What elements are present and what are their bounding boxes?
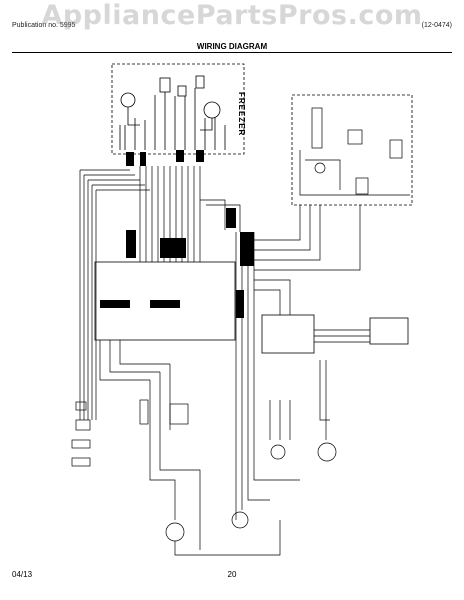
evaporator-fan-icon (203, 101, 221, 119)
footer-date: 04/13 (12, 570, 33, 579)
thermistor-icon (195, 75, 205, 89)
right-side-module (369, 317, 409, 345)
freezer-fan-motor-icon (120, 92, 136, 108)
defrost-heater-icon (159, 77, 171, 93)
defrost-sensor-icon (177, 85, 187, 97)
freezer-harness-wires (119, 88, 226, 150)
center-harness (139, 166, 201, 262)
page-title: WIRING DIAGRAM (196, 42, 268, 51)
dispenser-interface-box (291, 94, 413, 206)
title-rule (12, 52, 452, 53)
ice-maker-motor-icon (270, 444, 286, 460)
left-harness (79, 170, 97, 420)
publication-code: (12-0474) (421, 22, 452, 29)
fresh-food-module (261, 314, 315, 354)
pump-motor-icon (165, 522, 185, 542)
publication-number: Publication no. 5995 (12, 22, 76, 29)
freezer-label: FREEZER (237, 92, 246, 137)
main-control-board (94, 261, 236, 341)
page-number: 20 (227, 570, 237, 579)
fresh-food-fan-icon (317, 442, 337, 462)
right-harness (235, 232, 255, 430)
freezer-compartment-box (111, 63, 245, 155)
damper-motor-icon (231, 511, 249, 529)
